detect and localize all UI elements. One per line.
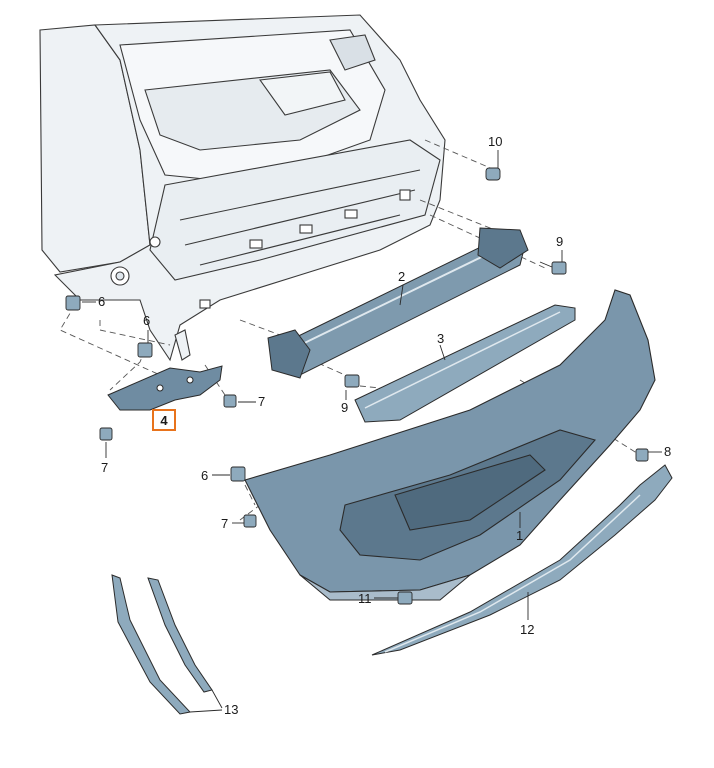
part-6-clip-b [137, 342, 153, 358]
callout-11: 11 [358, 591, 372, 606]
callout-8: 8 [664, 444, 671, 459]
leader-lines [82, 150, 662, 713]
part-9-bolt-lower [344, 374, 360, 388]
callout-7-b: 7 [101, 460, 108, 475]
part-8-screw [635, 448, 649, 462]
callout-6-b: 6 [143, 313, 150, 328]
vehicle-rear-body [39, 14, 446, 362]
callout-9-upper: 9 [556, 234, 563, 249]
part-1-bumper-cover[interactable] [244, 289, 656, 601]
part-11-nut [397, 591, 413, 605]
callout-labels: 10 9 2 3 9 6 6 7 7 6 7 8 1 11 12 13 [98, 134, 671, 717]
part-6-clip-c [230, 466, 246, 482]
part-6-clip-a [65, 295, 81, 311]
callout-6-a: 6 [98, 294, 105, 309]
callout-10: 10 [488, 134, 502, 149]
callout-12: 12 [520, 622, 534, 637]
part-13-trim-strips[interactable] [111, 574, 213, 715]
part-10-clip [485, 167, 501, 181]
fasteners [65, 167, 649, 605]
callout-7-a: 7 [258, 394, 265, 409]
callout-13: 13 [224, 702, 238, 717]
part-12-spoiler[interactable] [371, 464, 673, 656]
part-9-bolt-upper [551, 261, 567, 275]
part-7-screw-b [99, 427, 113, 441]
callout-2: 2 [398, 269, 405, 284]
part-4-bracket[interactable] [107, 365, 223, 411]
callout-3: 3 [437, 331, 444, 346]
part-3-energy-absorber[interactable] [354, 304, 576, 423]
part-7-screw-a [223, 394, 237, 408]
callout-6-c: 6 [201, 468, 208, 483]
highlighted-part-4-label[interactable]: 4 [152, 409, 176, 431]
part-2-bumper-beam[interactable] [267, 227, 529, 379]
part-7-screw-c [243, 514, 257, 528]
callout-9-lower: 9 [341, 400, 348, 415]
callout-7-c: 7 [221, 516, 228, 531]
callout-1: 1 [516, 528, 523, 543]
